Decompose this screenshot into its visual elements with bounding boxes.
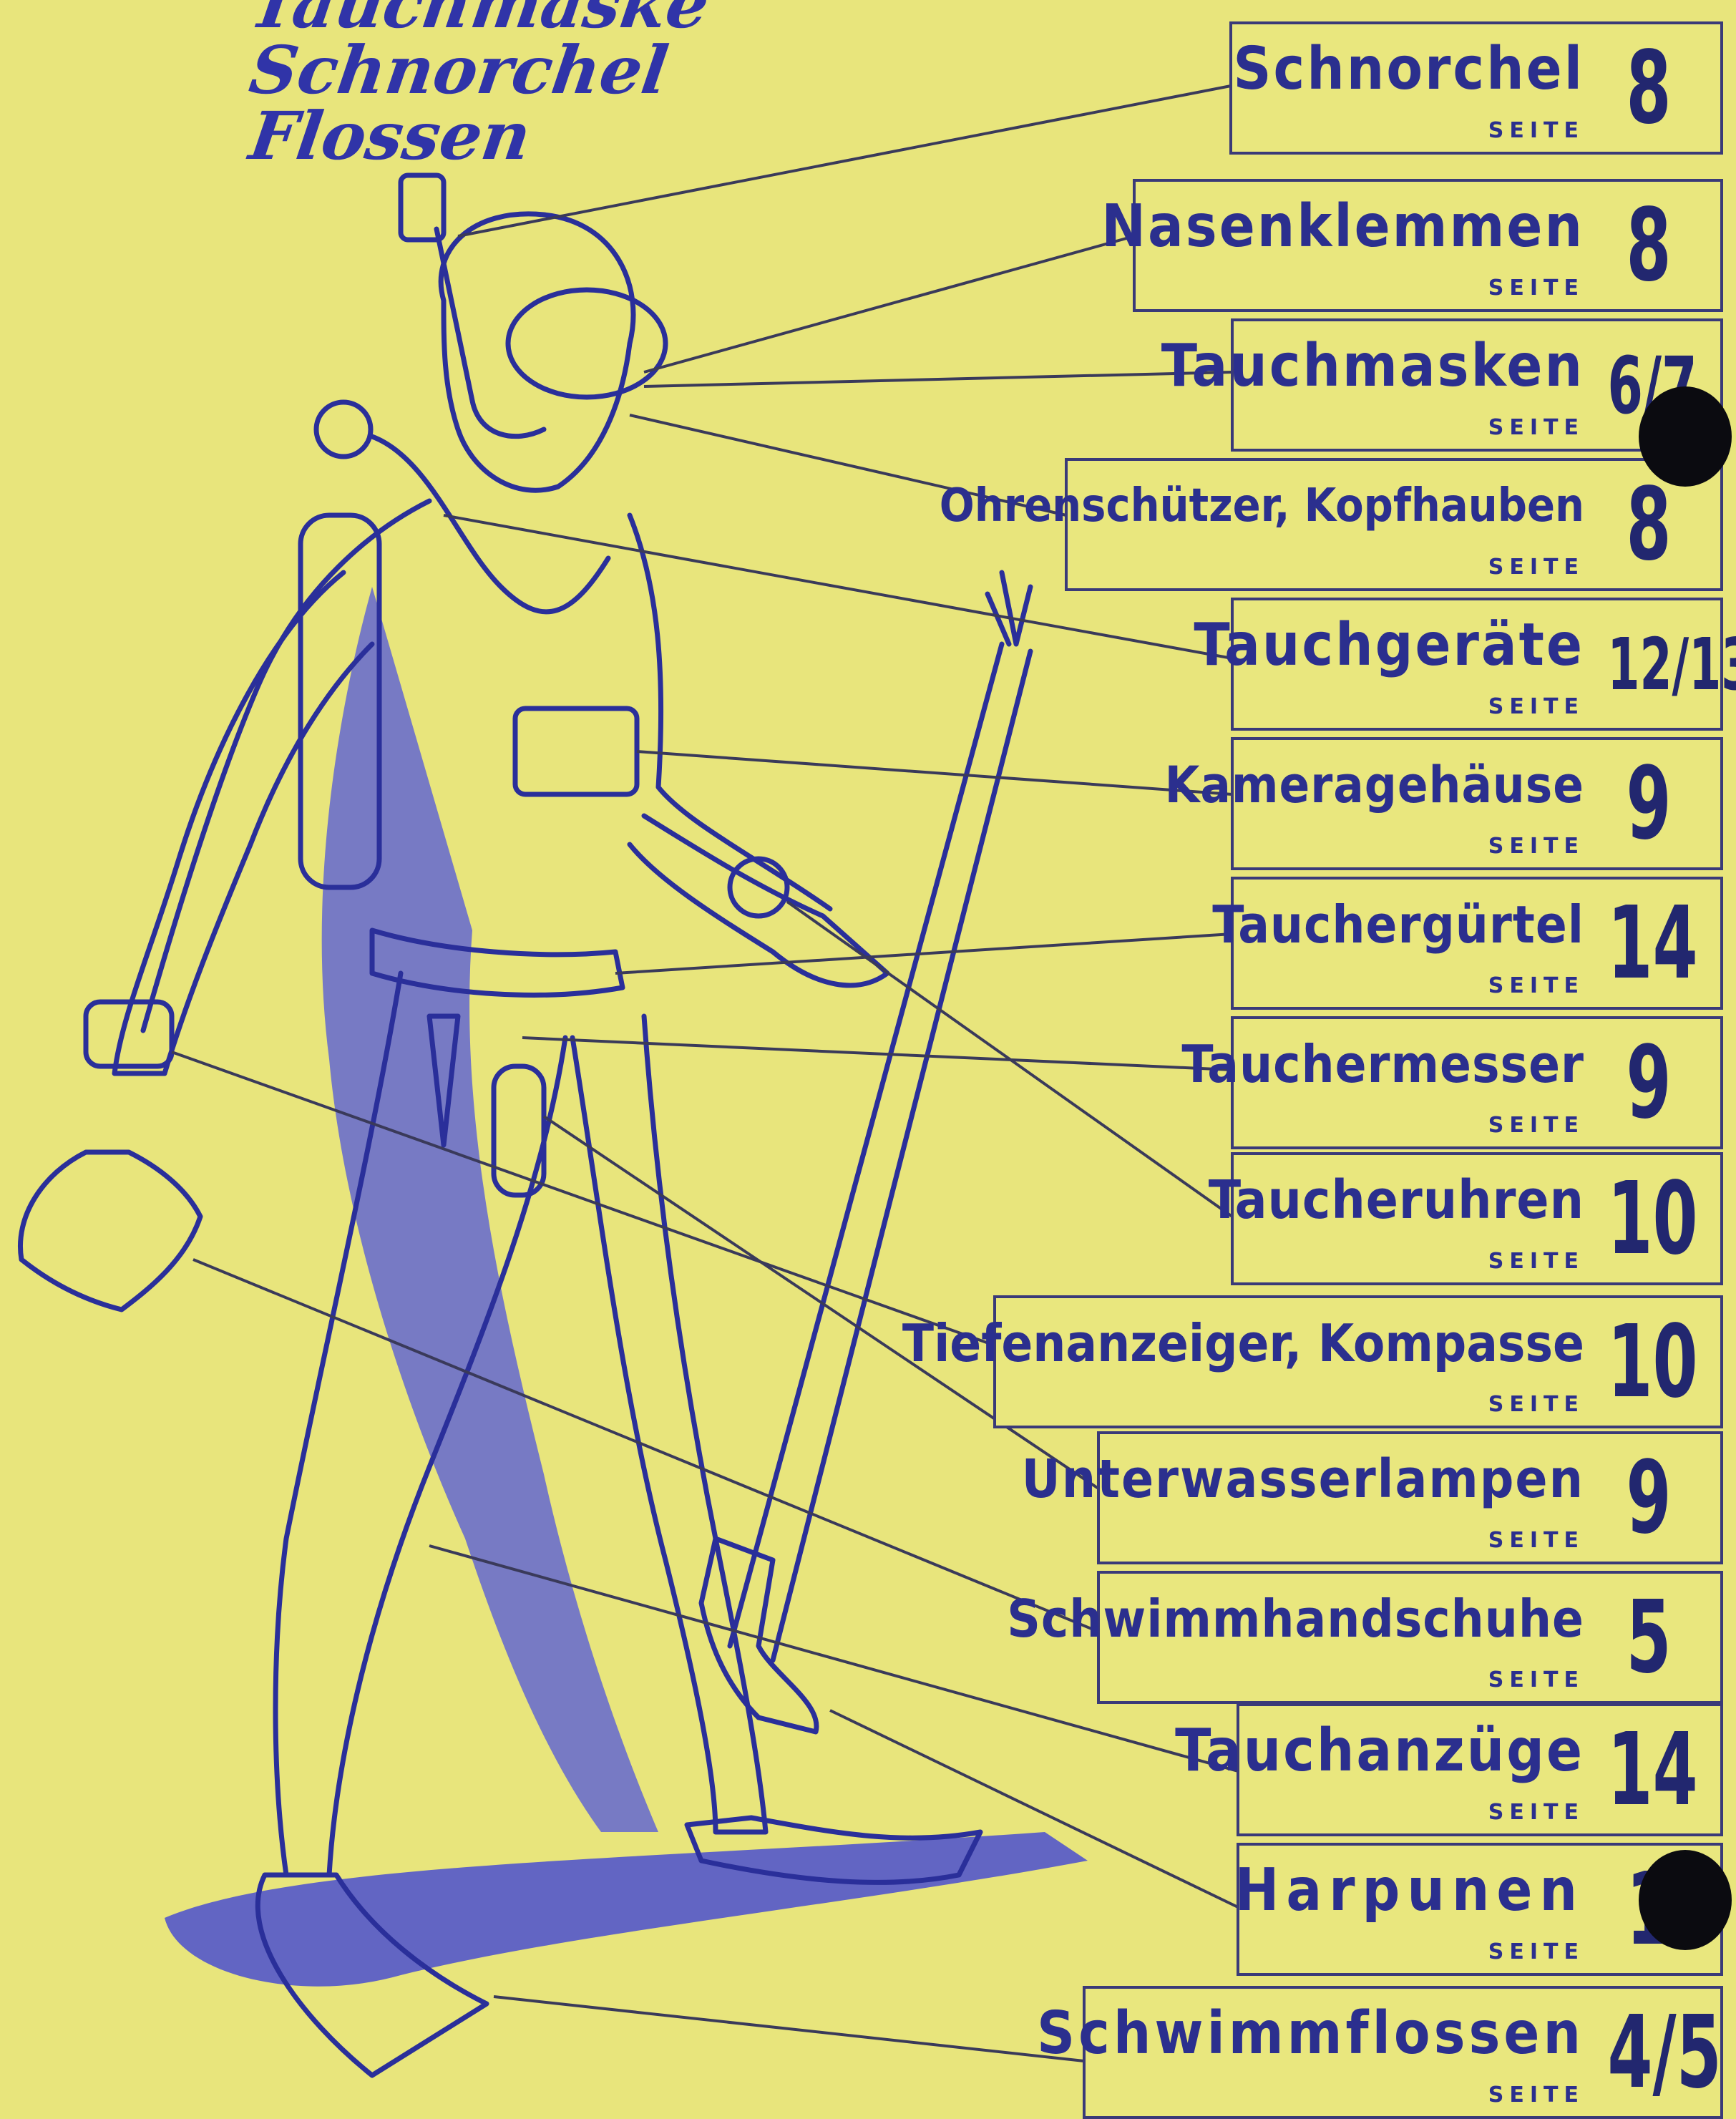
label-name: Nasenklemmen [1101, 195, 1584, 259]
page-number: 8 [1607, 29, 1689, 149]
label-name: Tauchgeräte [1194, 613, 1584, 678]
seite-label: SEITE [1488, 555, 1584, 580]
seite-label: SEITE [1488, 694, 1584, 719]
seite-label: SEITE [1488, 973, 1584, 998]
harpoon-handle [701, 1539, 816, 1732]
page-number: 5 [1607, 1578, 1689, 1698]
seite-label: SEITE [1488, 276, 1584, 301]
label-name: Tauchanzüge [1175, 1719, 1584, 1783]
hood [441, 214, 633, 490]
harpoon-shaft-2 [773, 651, 1030, 1660]
label-tauchermesser: Tauchermesser SEITE 9 [1231, 1016, 1723, 1149]
page-number: 12/13 [1607, 605, 1689, 725]
label-name: Schnorchel [1233, 37, 1584, 102]
label-taucheruhren: Taucheruhren SEITE 10 [1231, 1152, 1723, 1285]
label-schnorchel: Schnorchel SEITE 8 [1229, 21, 1723, 155]
punch-hole-bottom [1639, 1850, 1732, 1950]
label-name: Taucheruhren [1209, 1168, 1584, 1232]
swim-glove [20, 1152, 200, 1310]
page-number: 10 [1607, 1302, 1689, 1423]
label-name: Tauchmasken [1161, 334, 1584, 399]
label-schwimmhandschuhe: Schwimmhandschuhe SEITE 5 [1097, 1571, 1723, 1704]
label-name: Schwimmflossen [1037, 2002, 1584, 2066]
page-number: 8 [1607, 186, 1689, 306]
seite-label: SEITE [1488, 1392, 1584, 1417]
page-number: 14 [1607, 884, 1689, 1004]
label-tiefenanzeiger: Tiefenanzeiger, Kompasse SEITE 10 [993, 1295, 1723, 1428]
label-name: Unterwasserlampen [1022, 1447, 1584, 1511]
label-tauchgeraete: Tauchgeräte SEITE 12/13 [1231, 598, 1723, 731]
label-nasenklemmen: Nasenklemmen SEITE 8 [1133, 179, 1723, 312]
label-kameragehaeuse: Kameragehäuse SEITE 9 [1231, 737, 1723, 870]
page-number: 4/5 [1607, 1993, 1689, 2113]
catalog-title: Tauchmaske Schnorchel Flossen [250, 0, 708, 169]
label-schwimmflossen: Schwimmflossen SEITE 4/5 [1083, 1986, 1723, 2119]
seite-label: SEITE [1488, 118, 1584, 143]
seite-label: SEITE [1488, 834, 1584, 859]
page-number: 9 [1607, 1023, 1689, 1144]
camera-housing [515, 708, 637, 794]
mask [508, 290, 665, 397]
label-name: Tiefenanzeiger, Kompasse [902, 1311, 1584, 1375]
title-line-3: Flossen [246, 103, 713, 169]
label-unterwasserlampen: Unterwasserlampen SEITE 9 [1097, 1431, 1723, 1564]
label-name: Harpunen [1235, 1859, 1584, 1923]
label-name: Tauchergürtel [1212, 892, 1584, 957]
label-name: Schwimmhandschuhe [1007, 1587, 1584, 1651]
harpoon-tip [988, 573, 1030, 644]
seite-label: SEITE [1488, 1667, 1584, 1692]
label-ohrenschuetzer: Ohrenschützer, Kopfhauben SEITE 8 [1065, 458, 1723, 591]
seite-label: SEITE [1488, 1528, 1584, 1553]
suit-shadow [322, 587, 658, 1832]
page-number: 9 [1607, 1438, 1689, 1559]
wrist-compass [730, 859, 787, 916]
page-number: 9 [1607, 744, 1689, 864]
label-name: Ohrenschützer, Kopfhauben [940, 474, 1584, 538]
seite-label: SEITE [1488, 1113, 1584, 1138]
punch-hole-top [1639, 386, 1732, 487]
seite-label: SEITE [1488, 1800, 1584, 1825]
title-line-2: Schnorchel [246, 37, 713, 103]
suit-arm-right [630, 816, 887, 985]
label-tauchergurtel: Tauchergürtel SEITE 14 [1231, 877, 1723, 1010]
ground-shadow [165, 1832, 1088, 1987]
seite-label: SEITE [1488, 415, 1584, 440]
label-name: Tauchermesser [1181, 1032, 1584, 1096]
pressure-gauge [316, 402, 371, 457]
seite-label: SEITE [1488, 2083, 1584, 2108]
seite-label: SEITE [1488, 1939, 1584, 1964]
seite-label: SEITE [1488, 1249, 1584, 1274]
page-number: 10 [1607, 1159, 1689, 1280]
label-tauchanzuege: Tauchanzüge SEITE 14 [1237, 1703, 1723, 1836]
page-number: 14 [1607, 1710, 1689, 1831]
label-name: Kameragehäuse [1165, 753, 1584, 817]
